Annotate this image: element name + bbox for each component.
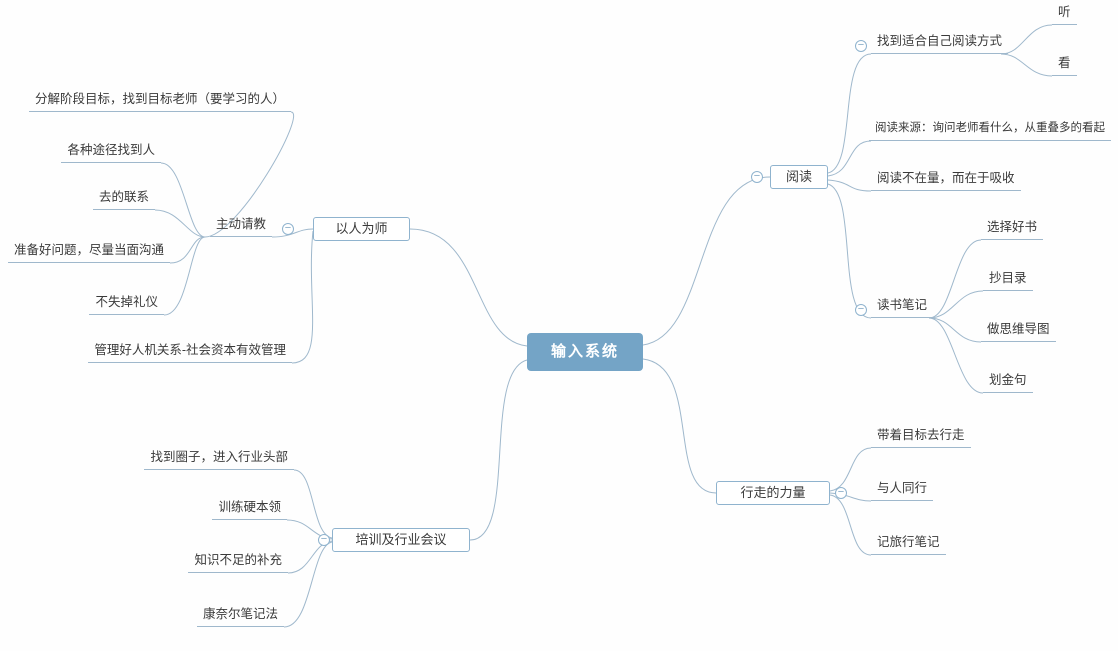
connector-watch <box>1000 53 1053 77</box>
connector-root-power-of-walking <box>642 358 717 494</box>
leaf-copy-toc[interactable]: 抄目录 <box>983 270 1033 291</box>
collapse-toggle-power-of-walking[interactable]: − <box>835 487 847 499</box>
leaf-walk-with-people[interactable]: 与人同行 <box>871 480 934 501</box>
leaf-choose-good-books[interactable]: 选择好书 <box>981 219 1044 240</box>
subtopic-ask-proactively[interactable]: 主动请教 <box>209 216 272 237</box>
connector-copy-toc <box>928 290 984 319</box>
collapse-toggle-reading[interactable]: − <box>751 171 763 183</box>
connector-contact <box>154 209 206 238</box>
connector-find-reading-style <box>827 53 872 174</box>
connector-manage-relationships <box>291 230 314 364</box>
leaf-keep-etiquette[interactable]: 不失掉礼仪 <box>89 294 164 315</box>
connector-highlight-golden-lines <box>928 317 984 394</box>
leaf-contact[interactable]: 去的联系 <box>92 189 155 210</box>
connector-break-down-goals <box>204 111 294 238</box>
central-topic-input-system[interactable]: 输入系统 <box>527 333 643 371</box>
connector-absorb-over-quantity <box>827 179 872 192</box>
connector-choose-good-books <box>928 239 982 319</box>
leaf-manage-relationships[interactable]: 管理好人机关系-社会资本有效管理 <box>88 342 292 363</box>
connector-cornell-notes <box>283 541 333 628</box>
leaf-travel-notes[interactable]: 记旅行笔记 <box>871 534 946 555</box>
connector-ask-proactively <box>271 228 314 238</box>
leaf-fill-knowledge-gaps[interactable]: 知识不足的补充 <box>188 552 288 573</box>
connector-reading-sources <box>827 140 872 177</box>
collapse-toggle-training-conferences[interactable]: − <box>318 534 330 546</box>
leaf-find-circle[interactable]: 找到圈子，进入行业头部 <box>144 449 294 470</box>
collapse-toggle-reading-notes[interactable]: − <box>855 304 867 316</box>
leaf-walk-with-goal[interactable]: 带着目标去行走 <box>871 427 971 448</box>
subtopic-reading-notes[interactable]: 读书笔记 <box>871 297 934 318</box>
topic-training-and-conferences[interactable]: 培训及行业会议 <box>332 528 470 552</box>
leaf-train-hard-skills[interactable]: 训练硬本领 <box>212 499 287 520</box>
leaf-make-mind-map[interactable]: 做思维导图 <box>981 321 1056 342</box>
subtopic-find-reading-style[interactable]: 找到适合自己阅读方式 <box>871 33 1009 54</box>
connector-root-training-conferences <box>469 359 528 541</box>
connector-walk-with-goal <box>829 447 872 492</box>
connector-find-circle <box>293 469 333 539</box>
leaf-break-down-goals[interactable]: 分解阶段目标，找到目标老师（要学习的人） <box>28 91 291 112</box>
connector-walk-with-people <box>829 492 872 502</box>
leaf-listen[interactable]: 听 <box>1052 4 1077 25</box>
leaf-prepare-questions[interactable]: 准备好问题，尽量当面沟通 <box>7 242 170 263</box>
leaf-absorb-over-quantity[interactable]: 阅读不在量，而在于吸收 <box>871 170 1021 191</box>
connector-make-mind-map <box>928 317 982 343</box>
connector-root-reading <box>642 176 771 346</box>
connector-travel-notes <box>829 494 872 556</box>
leaf-watch[interactable]: 看 <box>1052 55 1077 76</box>
collapse-toggle-learn-from-people[interactable]: − <box>282 223 294 235</box>
collapse-toggle-find-reading-style[interactable]: − <box>855 40 867 52</box>
leaf-highlight-golden-lines[interactable]: 划金句 <box>983 372 1033 393</box>
leaf-cornell-notes[interactable]: 康奈尔笔记法 <box>196 606 284 627</box>
topic-reading[interactable]: 阅读 <box>770 165 828 189</box>
connector-root-learn-from-people <box>409 228 528 347</box>
connector-listen <box>1000 24 1053 55</box>
topic-power-of-walking[interactable]: 行走的力量 <box>716 481 830 505</box>
leaf-reading-sources[interactable]: 阅读来源：询问老师看什么，从重叠多的看起 <box>869 120 1111 141</box>
connector-reading-notes <box>827 183 872 319</box>
topic-learn-from-people[interactable]: 以人为师 <box>313 217 410 241</box>
connector-prepare-questions <box>169 236 206 264</box>
leaf-find-people-channels[interactable]: 各种途径找到人 <box>61 142 161 163</box>
connector-find-people-channels <box>160 162 206 238</box>
connector-keep-etiquette <box>163 236 206 316</box>
